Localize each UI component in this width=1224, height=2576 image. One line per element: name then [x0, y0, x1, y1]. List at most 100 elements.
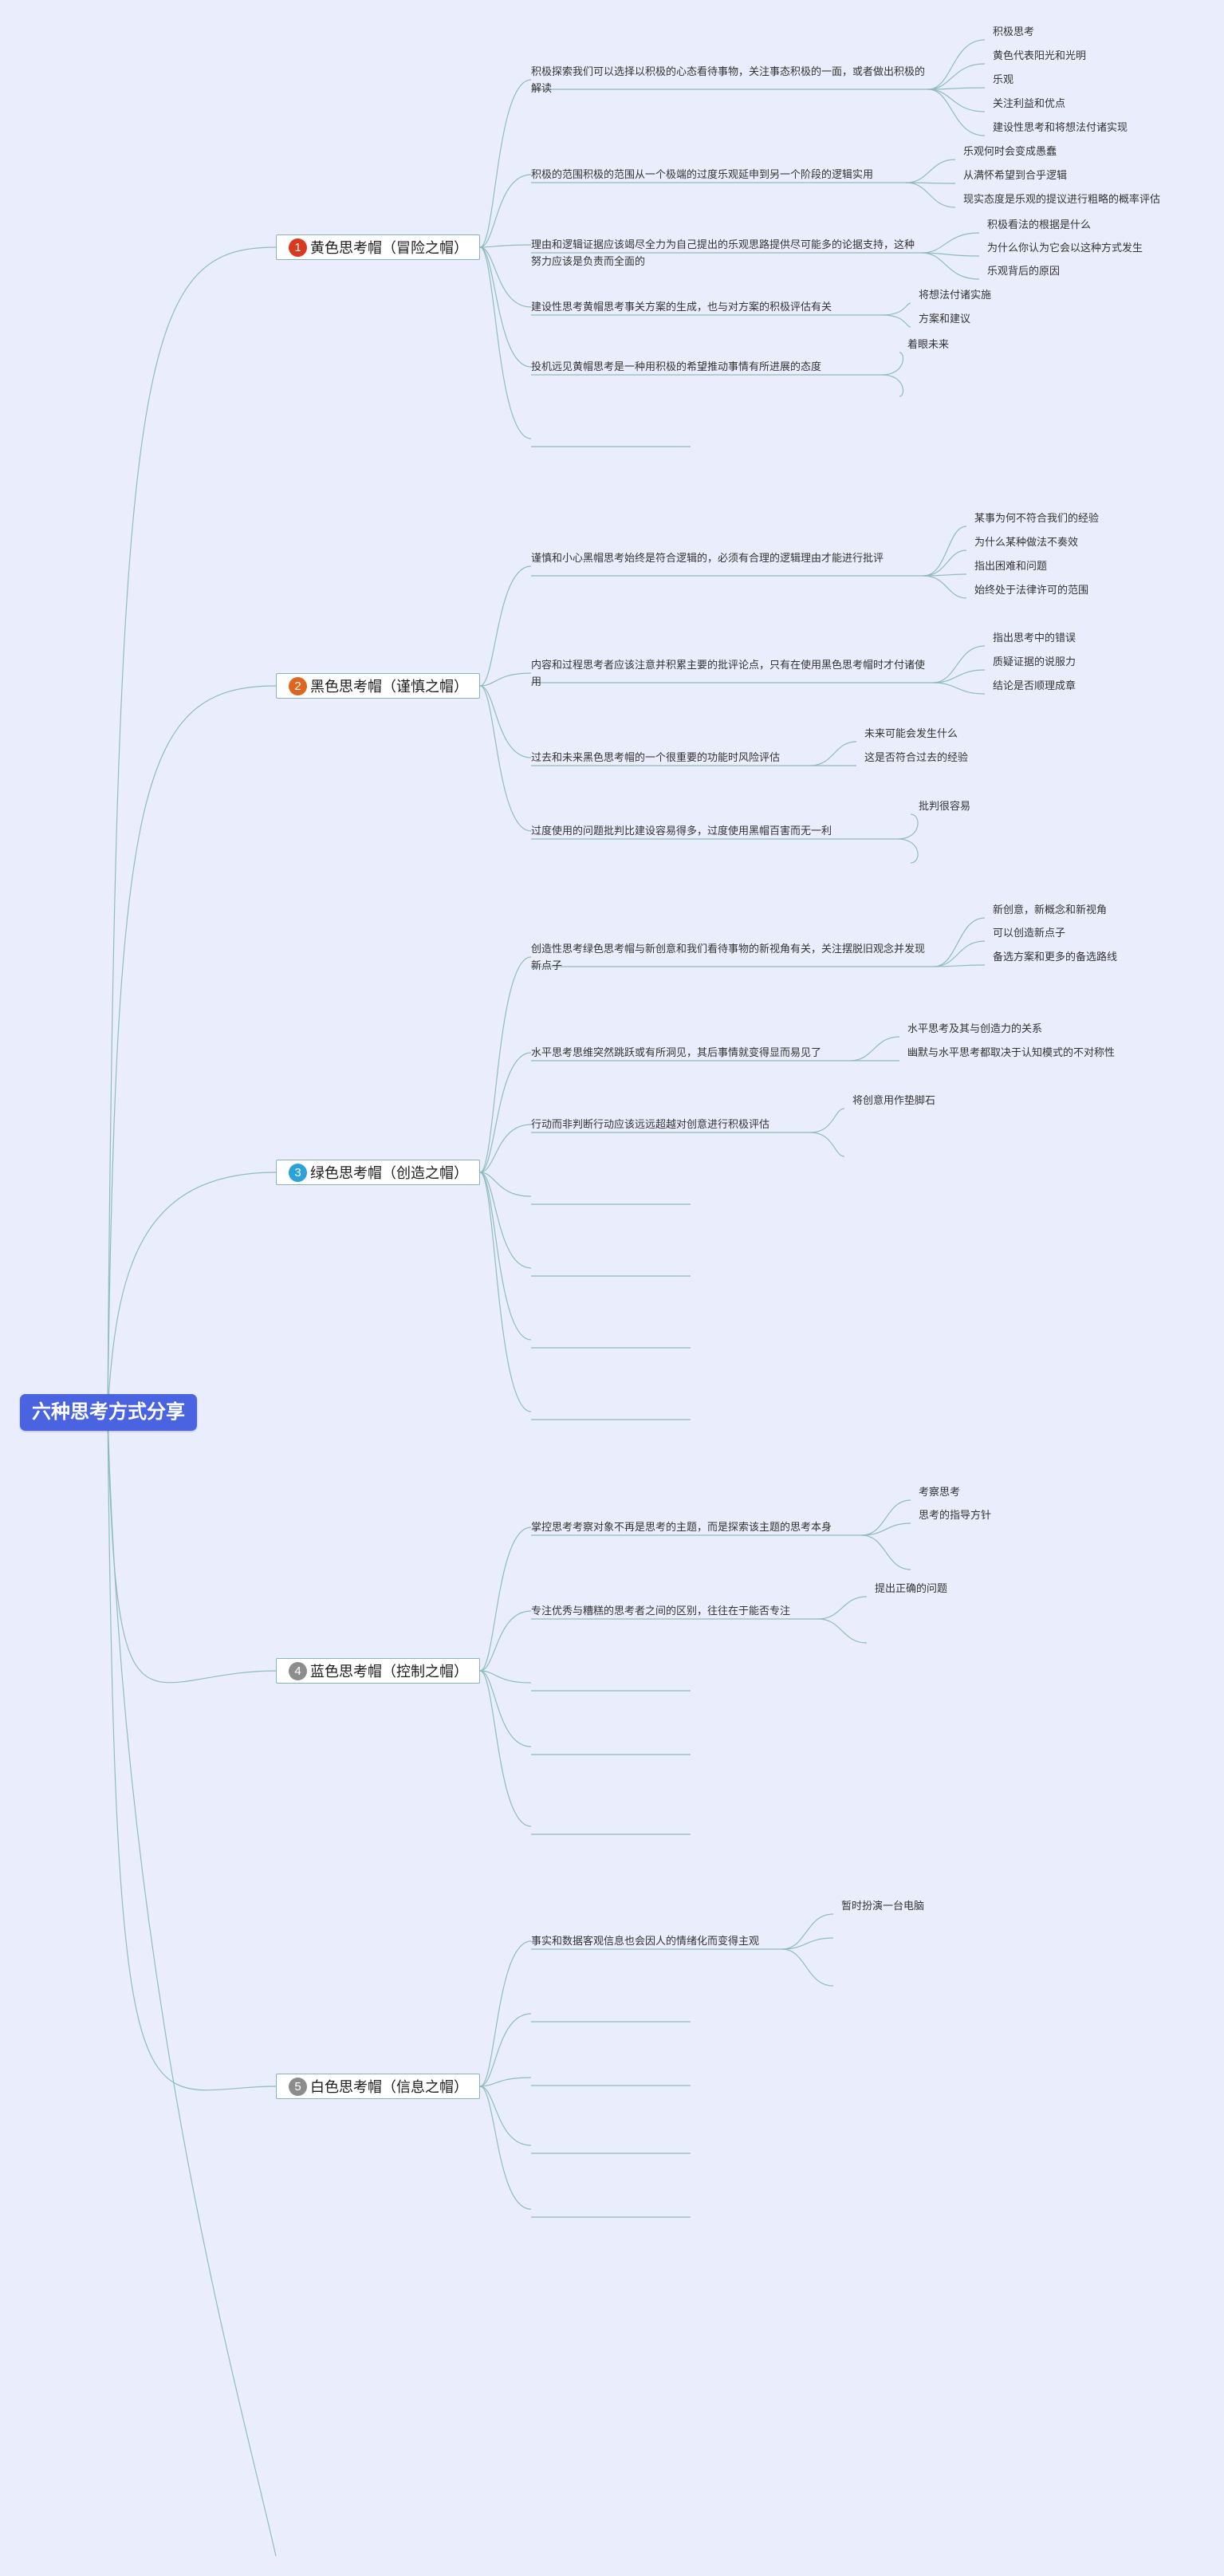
leaf-item[interactable]: 暂时扮演一台电脑	[841, 1900, 925, 1912]
leaf-item[interactable]: 着眼未来	[907, 338, 950, 350]
topic-3-sub-link-4	[479, 1172, 532, 1197]
number-badge-icon: 3	[289, 1163, 307, 1182]
leaf-link	[861, 1522, 911, 1536]
leaf-link	[933, 917, 986, 967]
leaf-item[interactable]: 结论是否顺理成章	[993, 679, 1076, 691]
leaf-link	[781, 1937, 834, 1950]
leaf-link	[881, 352, 904, 376]
topic-2-sub-link-2	[479, 672, 532, 687]
leaf-item[interactable]: 备选方案和更多的备选路线	[993, 951, 1118, 963]
leaf-link	[809, 741, 857, 766]
leaf-item[interactable]: 思考的指导方针	[919, 1509, 992, 1521]
topic-2-sub-link-3	[479, 685, 532, 758]
topic-label: 绿色思考帽（创造之帽）	[310, 1165, 468, 1181]
leaf-link	[927, 39, 986, 90]
leaf-item[interactable]: 方案和建议	[919, 313, 971, 325]
leaf-item[interactable]: 未来可能会发生什么	[864, 727, 958, 739]
leaf-link	[861, 1534, 911, 1570]
topic-4-sub-link-5	[479, 1670, 532, 1827]
leaf-item[interactable]: 这是否符合过去的经验	[864, 751, 969, 763]
leaf-item[interactable]: 为什么你认为它会以这种方式发生	[987, 242, 1143, 254]
leaf-link	[932, 682, 986, 695]
topic-3-sub-link-2	[479, 1052, 532, 1173]
subtopic-text[interactable]: 事实和数据客观信息也会因人的情绪化而变得主观	[531, 1935, 760, 1947]
subtopic-text[interactable]: 水平思考思维突然跳跃或有所洞见，其后事情就变得显而易见了	[531, 1046, 822, 1058]
topic-3-sub-link-3	[479, 1124, 532, 1173]
subtopic-text[interactable]: 内容和过程思考者应该注意并积累主要的批评论点，只有在使用黑色思考帽时才付诸使用	[531, 659, 926, 687]
leaf-link	[933, 964, 986, 967]
leaf-item[interactable]: 考察思考	[919, 1486, 961, 1498]
root-link-5	[107, 1412, 277, 2091]
leaf-item[interactable]: 为什么某种做法不奏效	[974, 536, 1079, 548]
topic-3-sub-link-7	[479, 1172, 532, 1412]
subtopic-text[interactable]: 创造性思考绿色思考帽与新创意和我们看待事物的新视角有关，关注摆脱旧观念并发现新点…	[531, 943, 926, 971]
leaf-item[interactable]: 从满怀希望到合乎逻辑	[963, 169, 1068, 181]
leaf-link	[781, 1948, 834, 1987]
leaf-item[interactable]: 黄色代表阳光和光明	[993, 49, 1087, 61]
leaf-item[interactable]: 积极看法的根据是什么	[987, 219, 1092, 230]
root-link-4	[107, 1412, 277, 1684]
leaf-item[interactable]: 指出思考中的错误	[993, 632, 1076, 644]
topic-label: 黄色思考帽（冒险之帽）	[310, 240, 468, 256]
leaf-item[interactable]: 水平思考及其与创造力的关系	[907, 1022, 1043, 1034]
leaf-item[interactable]: 幽默与水平思考都取决于认知模式的不对称性	[907, 1046, 1116, 1058]
leaf-item[interactable]: 某事为何不符合我们的经验	[974, 512, 1100, 524]
leaf-link	[905, 159, 956, 183]
leaf-item[interactable]: 可以创造新点子	[993, 927, 1066, 939]
subtopic-text[interactable]: 过去和未来黑色思考帽的一个很重要的功能时风险评估	[531, 751, 781, 763]
leaf-item[interactable]: 现实态度是乐观的提议进行粗略的概率评估	[963, 193, 1161, 205]
leaf-link	[921, 252, 980, 280]
leaf-link	[897, 838, 919, 864]
leaf-link	[897, 813, 919, 840]
leaf-link	[923, 549, 967, 577]
leaf-item[interactable]: 提出正确的问题	[875, 1582, 948, 1594]
leaf-link	[921, 252, 980, 257]
subtopic-text[interactable]: 行动而非判断行动应该远远超越对创意进行积极评估	[531, 1118, 770, 1130]
subtopic-text[interactable]: 理由和逻辑证据应该竭尽全力为自己提出的乐观思路提供尽可能多的论据支持，这种努力应…	[531, 238, 915, 267]
leaf-item[interactable]: 乐观背后的原因	[987, 265, 1061, 277]
leaf-item[interactable]: 乐观何时会变成愚蠢	[963, 145, 1057, 157]
leaf-item[interactable]: 建设性思考和将想法付诸实现	[993, 121, 1128, 133]
subtopic-text[interactable]: 积极的范围积极的范围从一个极端的过度乐观延申到另一个阶段的逻辑实用	[531, 168, 874, 180]
topic-1-sub-link-3	[479, 244, 532, 248]
leaf-link	[927, 89, 986, 136]
topic-3-sub-link-1	[479, 956, 532, 1173]
leaf-item[interactable]: 乐观	[993, 73, 1014, 85]
subtopic-text[interactable]: 过度使用的问题批判比建设容易得多，过度使用黑帽百害而无一利	[531, 825, 832, 837]
leaf-item[interactable]: 关注利益和优点	[993, 97, 1066, 109]
topic-label: 白色思考帽（信息之帽）	[310, 2079, 468, 2095]
topic-4-sub-link-4	[479, 1670, 532, 1747]
subtopic-text[interactable]: 谨慎和小心黑帽思考始终是符合逻辑的，必须有合理的逻辑理由才能进行批评	[531, 552, 884, 564]
subtopic-text[interactable]: 掌控思考考察对象不再是思考的主题，而是探索该主题的思考本身	[531, 1521, 832, 1533]
leaf-item[interactable]: 将创意用作垫脚石	[852, 1094, 936, 1106]
subtopic-text[interactable]: 积极探索我们可以选择以积极的心态看待事物，关注事态积极的一面，或者做出积极的解读	[531, 65, 926, 94]
leaf-link	[809, 1132, 845, 1157]
leaf-link	[849, 1036, 900, 1062]
subtopic-text[interactable]: 建设性思考黄帽思考事关方案的生成，也与对方案的积极评估有关	[531, 301, 832, 313]
leaf-item[interactable]: 质疑证据的说服力	[993, 656, 1076, 668]
leaf-item[interactable]: 将想法付诸实施	[919, 289, 992, 301]
topic-4-sub-link-2	[479, 1610, 532, 1672]
leaf-link	[927, 63, 986, 90]
subtopic-text[interactable]: 投机远见黄帽思考是一种用积极的希望推动事情有所进展的态度	[531, 360, 822, 372]
root-node[interactable]: 六种思考方式分享	[20, 1394, 197, 1431]
leaf-item[interactable]: 始终处于法律许可的范围	[974, 584, 1089, 596]
subtopic-text[interactable]: 专注优秀与糟糕的思考者之间的区别，往往在于能否专注	[531, 1605, 791, 1617]
leaf-link	[905, 182, 956, 208]
number-badge-icon: 2	[289, 676, 307, 695]
leaf-link	[923, 575, 967, 599]
leaf-item[interactable]: 新创意，新概念和新视角	[993, 904, 1108, 916]
leaf-item[interactable]: 指出困难和问题	[974, 560, 1048, 572]
leaf-link	[817, 1596, 868, 1620]
number-badge-icon: 1	[289, 238, 307, 257]
topic-5-sub-link-2	[479, 2013, 532, 2087]
leaf-link	[923, 526, 967, 577]
leaf-item[interactable]: 积极思考	[993, 26, 1035, 37]
leaf-item[interactable]: 批判很容易	[919, 800, 971, 812]
